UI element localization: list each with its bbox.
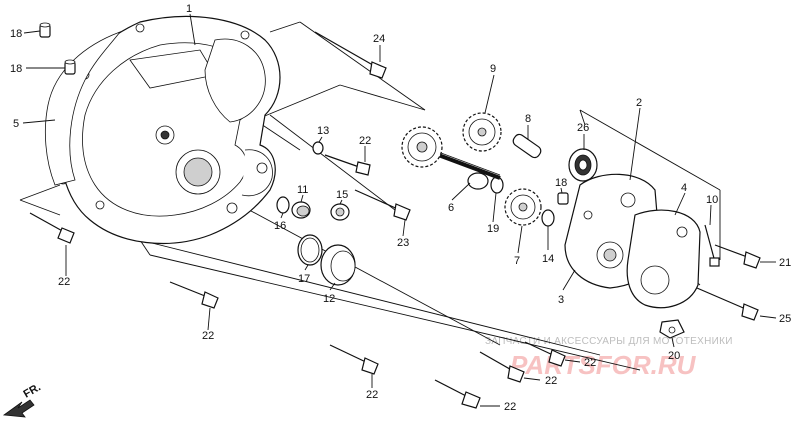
front-marker: FR.: [22, 381, 43, 400]
callout-1: 1: [186, 3, 192, 15]
watermark-logo: PARTSFOR.RU: [510, 350, 697, 380]
bolts: [29, 31, 761, 409]
callout-22g: 22: [584, 357, 596, 369]
pump-cover: [626, 209, 701, 309]
callout-25: 25: [779, 313, 791, 325]
watermark-text: ЗАПЧАСТИ И АКСЕССУАРЫ ДЛЯ МОТОТЕХНИКИ: [485, 336, 733, 347]
callout-22e: 22: [504, 401, 516, 413]
callout-22d: 22: [366, 389, 378, 401]
callout-11: 11: [297, 184, 308, 196]
callout-24: 24: [373, 33, 385, 45]
callout-20: 20: [668, 350, 680, 362]
dowel-pin-right: [557, 192, 569, 205]
callout-4: 4: [681, 182, 687, 194]
callout-6: 6: [448, 202, 454, 214]
washers-and-seals: [276, 141, 555, 286]
callout-14: 14: [542, 253, 554, 265]
callout-10: 10: [706, 194, 718, 206]
callout-21: 21: [779, 257, 791, 269]
callout-5: 5: [13, 118, 19, 130]
callout-leaders: [22, 13, 777, 407]
gear-7: [504, 188, 542, 226]
callout-22c: 22: [202, 330, 214, 342]
callout-3: 3: [558, 294, 564, 306]
callout-2: 2: [636, 97, 642, 109]
callout-7: 7: [514, 255, 520, 267]
callout-18c: 18: [555, 177, 567, 189]
gear-9: [462, 112, 502, 152]
callout-22f: 22: [545, 375, 557, 387]
callout-8: 8: [525, 113, 531, 125]
callout-18a: 18: [10, 28, 22, 40]
callout-22b: 22: [58, 276, 70, 288]
callout-13: 13: [317, 125, 329, 137]
callout-12: 12: [323, 293, 335, 305]
front-direction-indicator: FR.: [2, 381, 43, 418]
callout-17: 17: [298, 273, 310, 285]
callout-16: 16: [274, 220, 286, 232]
pump-pin: [512, 133, 542, 159]
callout-26: 26: [577, 122, 589, 134]
bearing: [568, 148, 598, 182]
callout-labels: 1 2 3 4 5 6 7 8 9 10 11 12 13 14 15 16 1…: [10, 3, 791, 413]
cover-gasket: [45, 31, 122, 186]
oil-pump-shaft: [401, 126, 501, 190]
callout-23: 23: [397, 237, 409, 249]
callout-18b: 18: [10, 63, 22, 75]
crankcase-cover: [58, 15, 281, 244]
callout-15: 15: [336, 189, 348, 201]
dowel-pins: [39, 22, 76, 75]
guide-lines: [19, 21, 721, 371]
callout-19: 19: [487, 223, 499, 235]
callout-9: 9: [490, 63, 496, 75]
callout-22a: 22: [359, 135, 371, 147]
